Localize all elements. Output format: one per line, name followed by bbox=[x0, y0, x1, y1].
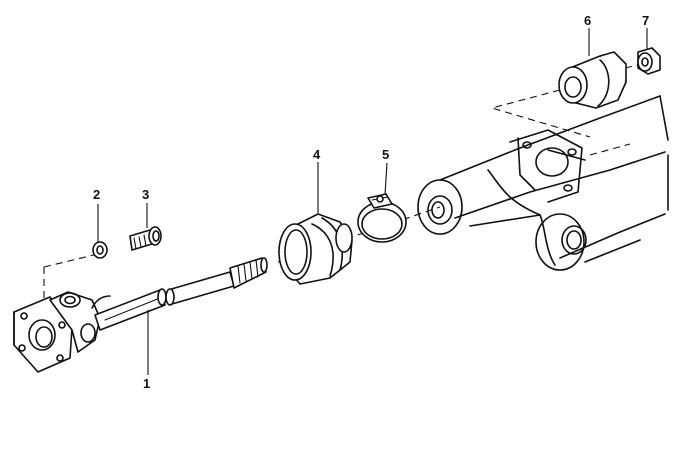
callout-4: 4 bbox=[313, 147, 321, 162]
callout-5: 5 bbox=[382, 147, 390, 162]
washer-part-2 bbox=[92, 241, 108, 259]
drive-shaft-part-1 bbox=[13, 257, 268, 373]
callout-leaders bbox=[97, 28, 648, 375]
rubber-boot-part-4 bbox=[278, 213, 353, 285]
callout-2: 2 bbox=[93, 187, 101, 202]
axle-housing bbox=[417, 95, 669, 271]
hose-clamp-part-5 bbox=[357, 193, 407, 243]
bolt-part-3 bbox=[129, 226, 162, 251]
callout-6: 6 bbox=[584, 13, 592, 28]
callout-3: 3 bbox=[142, 187, 150, 202]
nut-part-7 bbox=[637, 47, 661, 75]
assembly-guide-lines bbox=[43, 61, 651, 310]
bushing-part-6 bbox=[558, 51, 627, 109]
callout-1: 1 bbox=[143, 376, 151, 391]
callout-7: 7 bbox=[642, 13, 650, 28]
